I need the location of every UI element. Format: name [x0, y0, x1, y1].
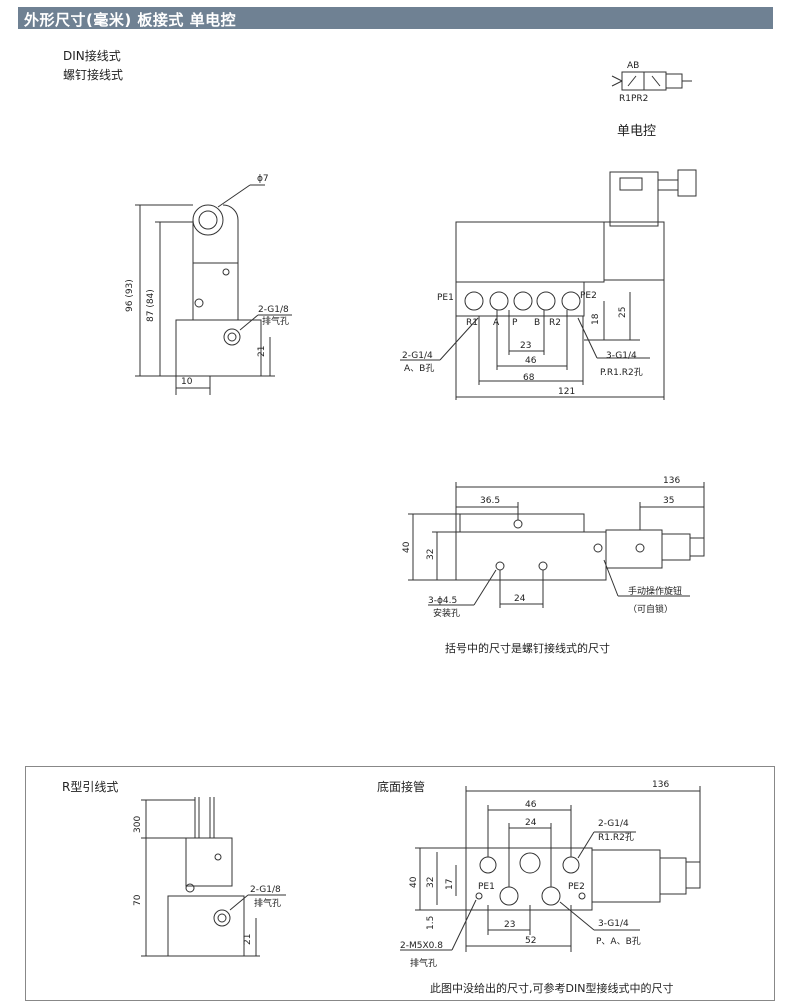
front-dim-25: 25 [618, 307, 628, 318]
mount-label: 安装孔 [433, 607, 460, 619]
top-dim-36-5: 36.5 [480, 496, 500, 506]
bottom-dim-52: 52 [525, 936, 536, 946]
bottom-dim-17: 17 [445, 879, 455, 890]
port-r2: R2 [549, 318, 561, 328]
bottom-pe1: PE1 [478, 882, 495, 892]
dim-96: 96 (93) [125, 279, 135, 312]
bottom-dim-136: 136 [652, 780, 669, 790]
top-dim-32: 32 [426, 549, 436, 560]
front-dim-18: 18 [591, 313, 601, 325]
front-dim-46: 46 [525, 356, 537, 366]
bottom-dim-46: 46 [525, 800, 537, 810]
bottom-dim-23: 23 [504, 920, 515, 930]
front-view-drawing: PE1 PE2 R1 A P B R2 2-G1/4 A、B孔 3-G1/4 P… [400, 169, 697, 400]
side-view-drawing: ϕ7 96 (93) 87 (84) 2-G1/8 排气孔 21 10 [125, 174, 292, 395]
top-dim-136: 136 [663, 476, 680, 486]
top-dim-24: 24 [514, 594, 526, 604]
bottom-m5-label: 排气孔 [410, 957, 437, 969]
section-title: 外形尺寸(毫米) 板接式 单电控 [24, 11, 237, 29]
front-pe2: PE2 [580, 291, 597, 301]
din-wiring-label: DIN接线式 [63, 49, 121, 63]
side-dim-10: 10 [181, 377, 193, 387]
dim-phi7: ϕ7 [257, 174, 269, 184]
port-p: P [512, 318, 518, 328]
bottom-dim-24: 24 [525, 818, 537, 828]
r-exhaust-label: 排气孔 [254, 897, 281, 909]
bottom-m5-port: 2-M5X0.8 [400, 941, 443, 951]
r-type-label: R型引线式 [62, 780, 119, 794]
self-lock: （可自锁） [628, 603, 673, 615]
bottom-piping-label: 底面接管 [377, 780, 426, 794]
alt-options-panel [25, 766, 775, 1001]
side-dim-21: 21 [257, 346, 267, 357]
front-dim-121: 121 [558, 387, 575, 397]
section-header: 外形尺寸(毫米) 板接式 单电控 [18, 7, 773, 29]
bracket-note: 括号中的尺寸是螺钉接线式的尺寸 [445, 642, 610, 655]
bottom-r-port: 2-G1/4 [598, 819, 629, 829]
front-pe1: PE1 [437, 293, 454, 303]
bottom-pab-port: 3-G1/4 [598, 919, 629, 929]
front-dim-68: 68 [523, 373, 535, 383]
bottom-dim-40: 40 [409, 876, 419, 888]
front-pr-label: P.R1.R2孔 [600, 367, 643, 378]
port-b: B [534, 318, 540, 328]
mount-hole: 3-ϕ4.5 [428, 596, 457, 606]
bottom-pe2: PE2 [568, 882, 585, 892]
port-a: A [493, 318, 500, 328]
front-pr-port: 3-G1/4 [606, 351, 637, 361]
front-ab-label: A、B孔 [404, 363, 434, 374]
bottom-dim-32: 32 [426, 877, 436, 888]
r-exhaust-port: 2-G1/8 [250, 885, 281, 895]
port-r1: R1 [466, 318, 478, 328]
r-dim-21: 21 [243, 934, 253, 945]
bottom-view-drawing: 136 46 24 2-G1/4 R1.R2孔 40 32 17 1.5 PE1… [400, 780, 701, 969]
front-ab-port: 2-G1/4 [402, 351, 433, 361]
dim-87: 87 (84) [146, 289, 156, 322]
symbol-r1pr2: R1PR2 [619, 94, 648, 104]
valve-symbol: AB R1PR2 [611, 61, 692, 104]
bottom-note: 此图中没给出的尺寸,可参考DIN型接线式中的尺寸 [430, 982, 674, 995]
symbol-ab: AB [627, 61, 639, 71]
top-dim-40: 40 [402, 541, 412, 553]
r-type-drawing: 300 70 21 2-G1/8 排气孔 [133, 797, 286, 957]
side-exhaust-label: 排气孔 [262, 315, 289, 327]
screw-wiring-label: 螺钉接线式 [63, 68, 124, 82]
front-dim-23: 23 [520, 341, 531, 351]
side-exhaust-port: 2-G1/8 [258, 305, 289, 315]
r-dim-300: 300 [133, 816, 143, 833]
bottom-pab-label: P、A、B孔 [596, 936, 641, 947]
manual-knob: 手动操作旋钮 [628, 585, 682, 597]
top-view-drawing: 136 36.5 35 40 32 24 3-ϕ4.5 安装孔 手动操作旋钮 （… [402, 476, 705, 619]
single-electric-label: 单电控 [617, 124, 657, 139]
bottom-r-label: R1.R2孔 [598, 832, 634, 843]
top-dim-35: 35 [663, 496, 674, 506]
bottom-dim-1-5: 1.5 [426, 916, 436, 930]
r-dim-70: 70 [133, 894, 143, 906]
